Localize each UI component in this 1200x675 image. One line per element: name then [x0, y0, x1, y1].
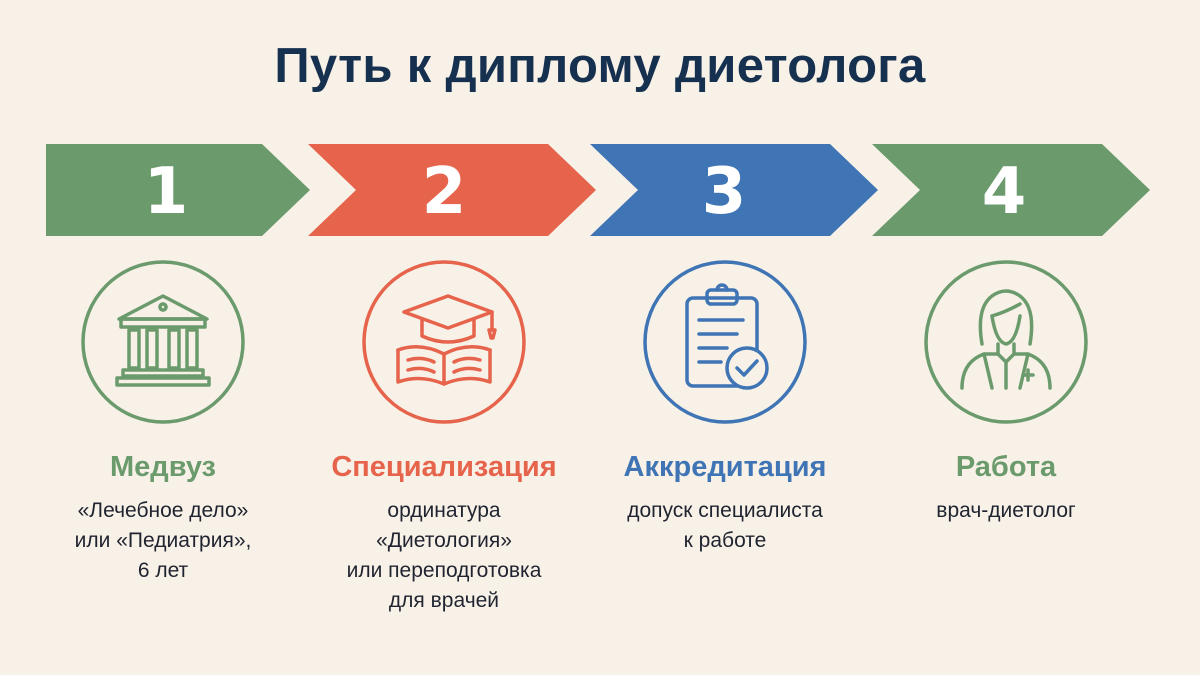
step-description-1: «Лечебное дело» или «Педиатрия», 6 лет [74, 499, 252, 582]
step-arrow-3: 3 [590, 144, 878, 236]
steps-arrow-bar: 1 2 3 4 [46, 144, 1150, 236]
step-1: Медвуз «Лечебное дело» или «Педиатрия», … [33, 258, 293, 586]
step-number-3: 3 [702, 155, 747, 229]
page-title: Путь к диплому диетолога [274, 39, 926, 93]
step-arrow-4: 4 [872, 144, 1150, 236]
step-number-2: 2 [422, 155, 467, 229]
step-description-2: ординатура «Диетология» или переподготов… [346, 499, 542, 612]
step-3: Аккредитация допуск специалиста к работе [595, 258, 855, 556]
step-description-3: допуск специалиста к работе [627, 499, 823, 552]
step-number-1: 1 [144, 155, 189, 229]
step-title-specialization: Специализация [331, 451, 557, 483]
step-number-4: 4 [982, 155, 1027, 229]
clipboard-check-icon [641, 258, 809, 426]
doctor-icon [922, 258, 1090, 426]
step-arrow-1: 1 [46, 144, 310, 236]
step-title-medvuz: Медвуз [110, 451, 216, 483]
step-4: Работа врач-диетолог [876, 258, 1136, 526]
university-building-icon [79, 258, 247, 426]
step-title-accreditation: Аккредитация [623, 451, 827, 483]
step-title-work: Работа [955, 451, 1057, 483]
step-description-4: врач-диетолог [936, 499, 1076, 522]
step-2: Специализация ординатура «Диетология» ил… [314, 258, 574, 616]
step-arrow-2: 2 [308, 144, 596, 236]
graduation-cap-book-icon [360, 258, 528, 426]
